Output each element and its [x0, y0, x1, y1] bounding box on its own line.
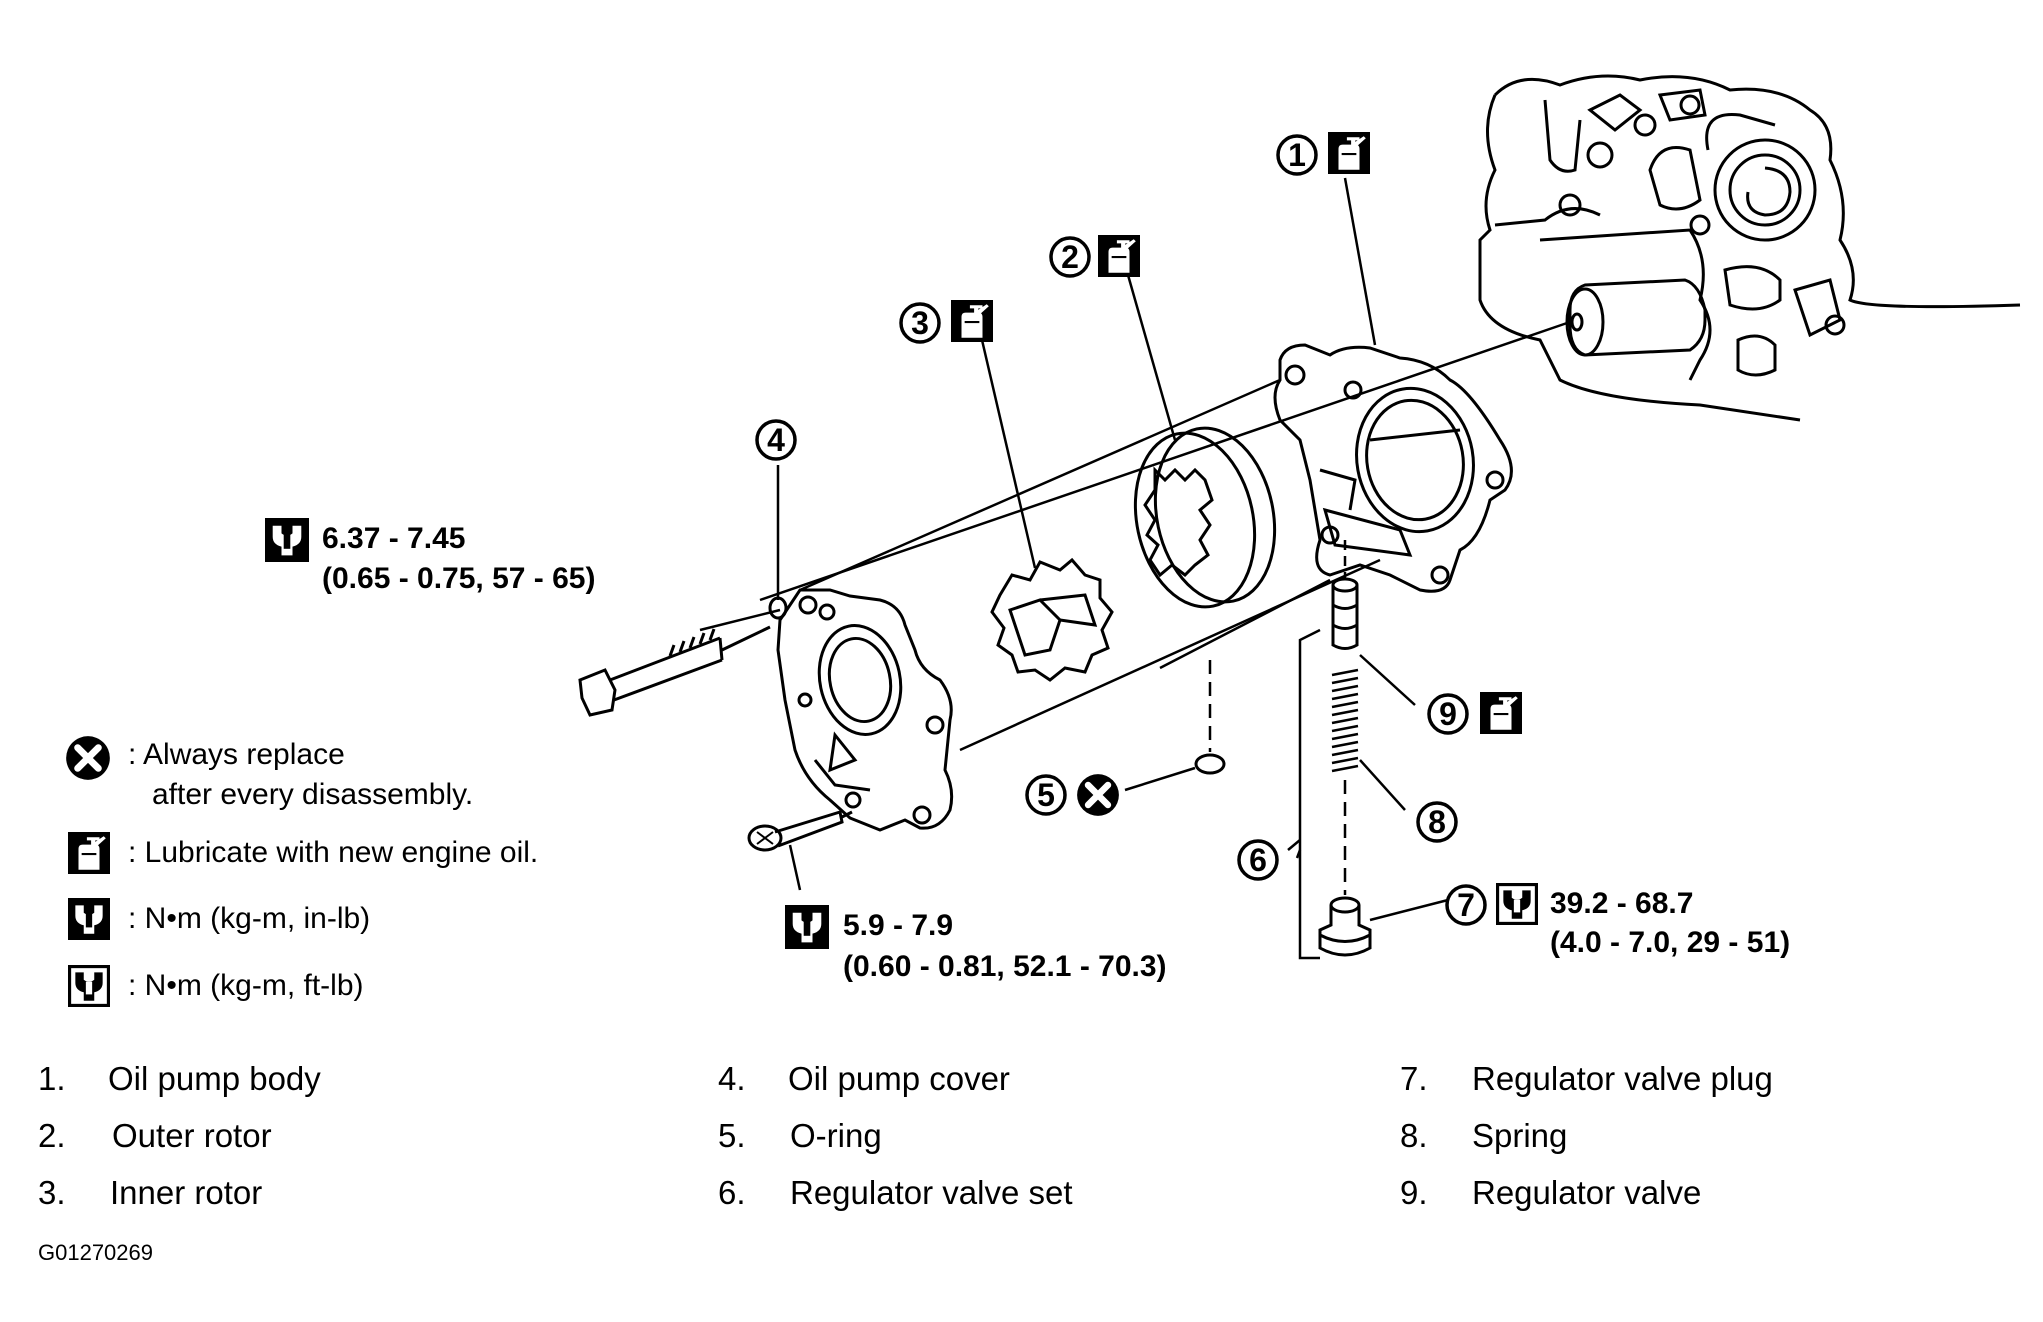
- svg-text:(0.60 - 0.81, 52.1 - 70.3): (0.60 - 0.81, 52.1 - 70.3): [843, 950, 1167, 983]
- parts-list-number: 9.: [1400, 1174, 1428, 1211]
- torque-spec-plug: 39.2 - 68.7 (4.0 - 7.0, 29 - 51): [1550, 887, 1790, 959]
- svg-text:9: 9: [1439, 696, 1457, 732]
- oil-can-icon: [68, 832, 110, 874]
- regulator-set-bracket: [1287, 628, 1321, 960]
- svg-text:: N•m (kg-m, ft-lb): : N•m (kg-m, ft-lb): [128, 969, 364, 1002]
- parts-list-name: Oil pump body: [108, 1060, 321, 1097]
- svg-text:: N•m (kg-m, in-lb): : N•m (kg-m, in-lb): [128, 902, 370, 935]
- parts-list-name: O-ring: [790, 1117, 882, 1154]
- alignment-lines: [699, 320, 1571, 752]
- svg-text:39.2 - 68.7: 39.2 - 68.7: [1550, 887, 1693, 920]
- parts-list-number: 5.: [718, 1117, 746, 1154]
- wrench-filled-icon: [785, 905, 829, 949]
- leader-lines: [776, 177, 1449, 922]
- inner-rotor: [990, 557, 1114, 682]
- callout-1: 1: [1276, 132, 1370, 176]
- x-circle-icon: [66, 736, 110, 780]
- svg-text:2: 2: [1061, 239, 1079, 275]
- parts-list-number: 3.: [38, 1174, 66, 1211]
- callout-5: 5: [1025, 774, 1119, 816]
- oil-pump-body: [1273, 343, 1513, 593]
- parts-list-number: 1.: [38, 1060, 66, 1097]
- parts-list-name: Outer rotor: [112, 1117, 272, 1154]
- callout-3: 3: [899, 300, 993, 344]
- oil-can-icon: [1098, 235, 1140, 277]
- callout-2: 2: [1049, 235, 1140, 278]
- parts-list-number: 6.: [718, 1174, 746, 1211]
- parts-list-name: Inner rotor: [110, 1174, 262, 1211]
- callout-9: 9: [1427, 692, 1522, 735]
- engine-block: [1478, 74, 2021, 422]
- svg-text:8: 8: [1428, 804, 1446, 840]
- wrench-filled-icon: [265, 518, 309, 562]
- callout-4: 4: [755, 419, 797, 461]
- svg-text:after every disassembly.: after every disassembly.: [152, 778, 473, 811]
- parts-list-number: 7.: [1400, 1060, 1428, 1097]
- wrench-outline-icon: [1496, 883, 1538, 925]
- regulator-valve: [1331, 540, 1359, 650]
- svg-text:: Lubricate with new engine oi: : Lubricate with new engine oil.: [128, 836, 538, 869]
- svg-text:6.37 - 7.45: 6.37 - 7.45: [322, 522, 465, 555]
- figure-id: G01270269: [38, 1240, 153, 1265]
- parts-list-name: Oil pump cover: [788, 1060, 1010, 1097]
- cover-bolt: [578, 596, 788, 717]
- callout-6: 6: [1237, 839, 1279, 881]
- parts-list-number: 2.: [38, 1117, 66, 1154]
- svg-text:4: 4: [767, 422, 785, 458]
- svg-text:(4.0 - 7.0, 29 - 51): (4.0 - 7.0, 29 - 51): [1550, 926, 1790, 959]
- outer-rotor: [1133, 426, 1277, 609]
- oil-can-icon: [1480, 692, 1522, 734]
- svg-text:7: 7: [1457, 887, 1475, 923]
- oil-can-icon: [951, 300, 993, 342]
- parts-list-name: Regulator valve set: [790, 1174, 1072, 1211]
- parts-list-name: Regulator valve plug: [1472, 1060, 1773, 1097]
- callout-8: 8: [1416, 801, 1458, 843]
- svg-text:: Always replace: : Always replace: [128, 738, 345, 771]
- parts-list-number: 4.: [718, 1060, 746, 1097]
- svg-text:5.9 - 7.9: 5.9 - 7.9: [843, 909, 953, 942]
- o-ring: [1194, 660, 1226, 775]
- callout-7: 7: [1445, 883, 1538, 926]
- wrench-outline-icon: [68, 965, 110, 1007]
- oil-can-icon: [1328, 132, 1370, 174]
- torque-spec-bolt: 6.37 - 7.45 (0.65 - 0.75, 57 - 65): [265, 518, 596, 595]
- svg-text:5: 5: [1037, 777, 1055, 813]
- svg-text:1: 1: [1288, 137, 1306, 173]
- svg-text:(0.65 - 0.75, 57 - 65): (0.65 - 0.75, 57 - 65): [322, 562, 596, 595]
- spring: [1331, 668, 1359, 895]
- svg-text:3: 3: [911, 305, 929, 341]
- regulator-valve-plug: [1318, 896, 1372, 957]
- wrench-filled-icon: [68, 898, 110, 940]
- torque-spec-screw: 5.9 - 7.9 (0.60 - 0.81, 52.1 - 70.3): [785, 905, 1167, 983]
- cover-screw: [747, 810, 853, 852]
- parts-list-number: 8.: [1400, 1117, 1428, 1154]
- parts-list-name: Spring: [1472, 1117, 1567, 1154]
- x-circle-icon: [1077, 774, 1119, 816]
- legend: : Always replace after every disassembly…: [66, 736, 538, 1007]
- oil-pump-cover: [776, 588, 954, 832]
- parts-list: 1. Oil pump body 2. Outer rotor 3. Inner…: [38, 1060, 1773, 1211]
- svg-text:6: 6: [1249, 842, 1267, 878]
- parts-list-name: Regulator valve: [1472, 1174, 1701, 1211]
